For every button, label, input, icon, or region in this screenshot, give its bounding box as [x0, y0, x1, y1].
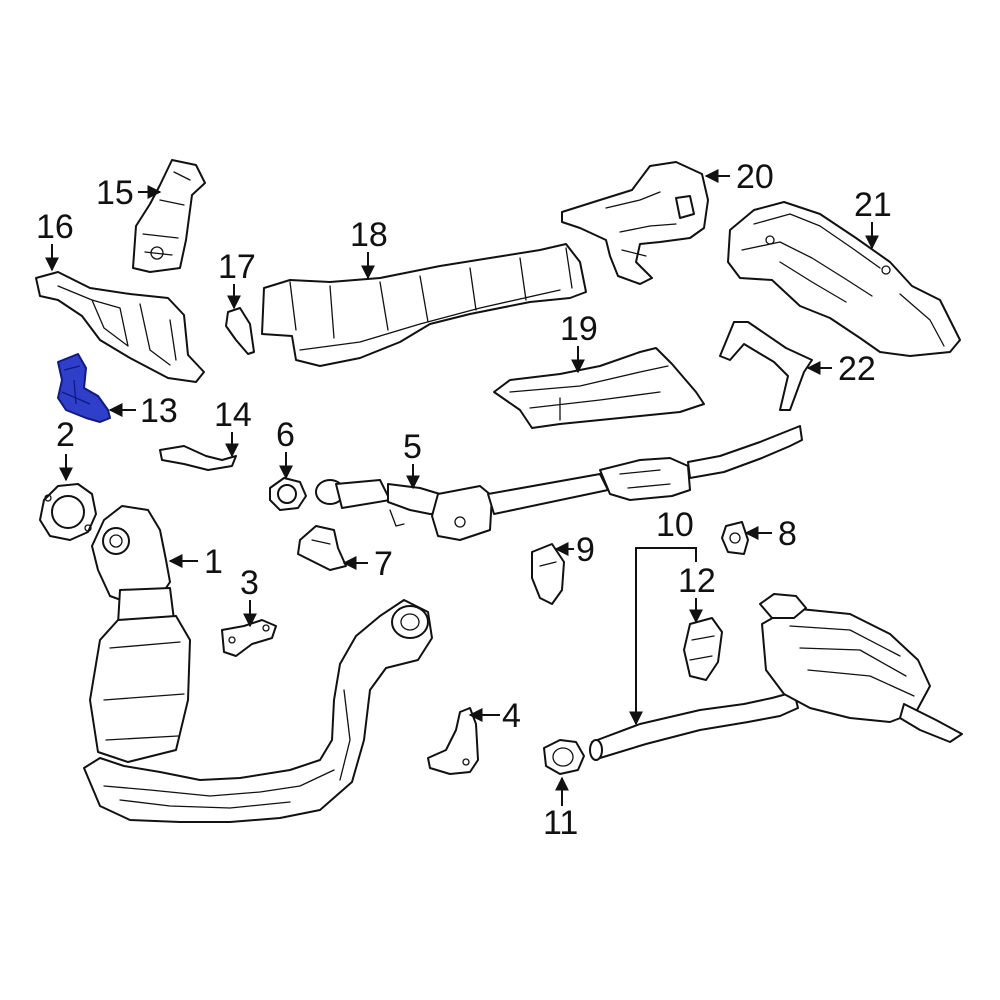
callout-1[interactable]: 1	[204, 543, 223, 581]
callout-3[interactable]: 3	[240, 564, 259, 602]
callout-18[interactable]: 18	[350, 216, 388, 254]
callout-17[interactable]: 17	[218, 248, 256, 286]
part-10-muffler-assembly[interactable]	[589, 593, 963, 761]
part-20-heat-shield[interactable]	[561, 161, 709, 285]
callout-22[interactable]: 22	[838, 350, 876, 388]
callout-21[interactable]: 21	[854, 186, 892, 224]
callout-16[interactable]: 16	[36, 208, 74, 246]
callout-15[interactable]: 15	[96, 174, 134, 212]
callout-11[interactable]: 11	[543, 804, 578, 842]
part-13-bracket[interactable]	[57, 353, 111, 423]
part-19-heat-shield[interactable]	[493, 347, 705, 429]
part-4-bracket[interactable]	[427, 707, 479, 775]
part-12-actuator[interactable]	[683, 617, 723, 681]
callout-2[interactable]: 2	[56, 416, 75, 454]
part-16-heat-shield[interactable]	[35, 271, 205, 383]
part-1-catalytic-converter[interactable]	[83, 505, 433, 823]
callout-leaders	[45, 169, 879, 806]
part-15-heat-shield[interactable]	[132, 159, 206, 273]
callout-5[interactable]: 5	[403, 428, 422, 466]
part-18-heat-shield[interactable]	[261, 243, 587, 367]
part-5-center-pipe[interactable]	[315, 425, 803, 541]
callout-6[interactable]: 6	[276, 416, 295, 454]
part-8-hanger[interactable]	[721, 521, 749, 555]
callout-8[interactable]: 8	[778, 515, 797, 553]
callout-20[interactable]: 20	[736, 158, 774, 196]
part-11-clamp[interactable]	[543, 739, 585, 775]
part-21-heat-shield[interactable]	[727, 201, 961, 357]
callout-14[interactable]: 14	[214, 396, 252, 434]
part-6-gasket[interactable]	[269, 477, 307, 511]
callout-13[interactable]: 13	[140, 392, 178, 430]
callout-4[interactable]: 4	[502, 697, 521, 735]
callout-19[interactable]: 19	[560, 310, 598, 348]
callout-10[interactable]: 10	[656, 506, 694, 544]
part-9-sensor[interactable]	[531, 543, 565, 605]
callout-9[interactable]: 9	[576, 531, 595, 569]
callout-7[interactable]: 7	[374, 545, 393, 583]
part-7-clamp[interactable]	[297, 525, 347, 571]
part-14-bracket[interactable]	[159, 445, 237, 471]
part-22-strap[interactable]	[719, 321, 813, 411]
callout-labels: 1 2 3 4 5 6 7 8 9 10 11 12 13 14 15 16 1…	[36, 158, 892, 842]
callout-12[interactable]: 12	[678, 562, 716, 600]
part-17-bracket[interactable]	[225, 307, 255, 355]
part-2-gasket[interactable]	[39, 483, 97, 541]
